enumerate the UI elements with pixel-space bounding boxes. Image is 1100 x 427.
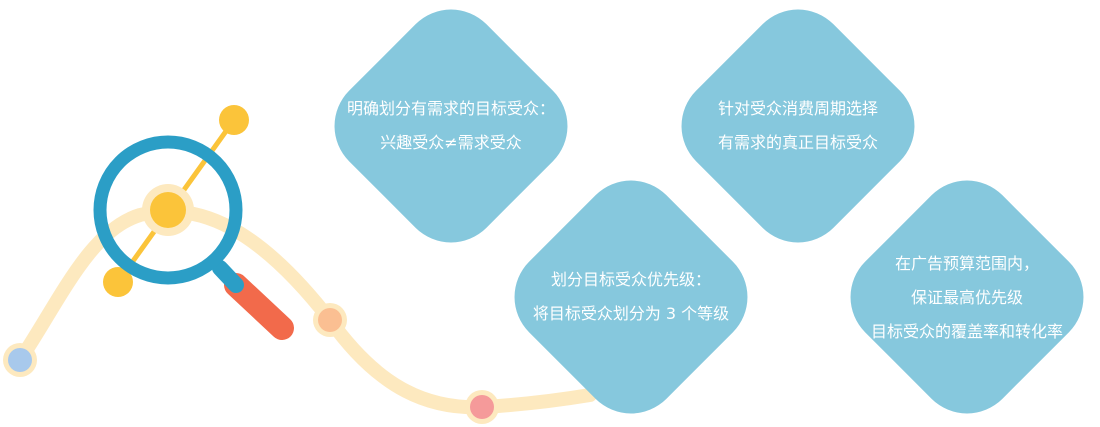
dot-connector-icon [103, 105, 249, 297]
blob-shape-1 [334, 9, 568, 243]
blob-shape-2 [681, 9, 915, 243]
timeline-dot-peach [313, 303, 347, 337]
timeline-dot-blue [3, 343, 37, 377]
blob-shape-4 [850, 180, 1084, 414]
blob-shape-3 [514, 180, 748, 414]
timeline-curve [13, 204, 597, 415]
timeline-dot-pink [465, 390, 499, 424]
magnifier-icon [93, 135, 294, 340]
